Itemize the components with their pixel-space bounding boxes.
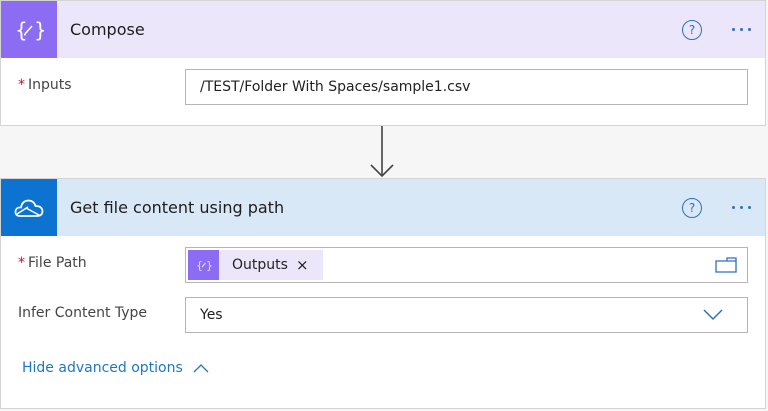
compose-title: Compose (70, 20, 145, 39)
file-path-field[interactable]: { } Outputs × (185, 247, 748, 283)
arrow-down-icon (368, 126, 396, 182)
inputs-field[interactable]: /TEST/Folder With Spaces/sample1.csv (185, 69, 748, 105)
remove-token-icon[interactable]: × (295, 255, 309, 274)
inputs-label: *Inputs (18, 77, 72, 93)
file-path-field-row: *File Path { } Outputs × (1, 247, 765, 283)
required-marker: * (18, 77, 25, 93)
svg-text:{: { (196, 259, 203, 272)
compose-card-header[interactable]: { } Compose ? (1, 1, 765, 58)
get-file-title: Get file content using path (70, 198, 285, 217)
get-file-card-header[interactable]: Get file content using path ? (1, 179, 765, 236)
inputs-value: /TEST/Folder With Spaces/sample1.csv (200, 79, 471, 95)
svg-text:}: } (206, 259, 212, 272)
help-icon[interactable]: ? (682, 19, 702, 40)
infer-content-type-dropdown[interactable]: Yes (185, 297, 748, 333)
chevron-up-icon (193, 364, 209, 373)
inputs-field-row: *Inputs /TEST/Folder With Spaces/sample1… (1, 69, 765, 105)
infer-content-type-label: Infer Content Type (18, 305, 148, 321)
folder-icon[interactable] (715, 257, 737, 277)
help-icon[interactable]: ? (682, 197, 702, 218)
onedrive-cloud-icon (1, 179, 57, 236)
get-file-content-card: Get file content using path ? *File Path… (0, 178, 766, 409)
svg-text:}: } (34, 18, 44, 42)
outputs-token[interactable]: { } Outputs × (188, 250, 323, 280)
compose-token-icon: { } (188, 250, 219, 280)
token-label: Outputs (232, 257, 288, 273)
more-options-icon[interactable] (732, 206, 751, 209)
hide-advanced-options-link[interactable]: Hide advanced options (22, 360, 209, 376)
required-marker: * (18, 255, 25, 271)
compose-action-card: { } Compose ? *Inputs /TEST/Folder With … (0, 0, 766, 126)
infer-content-type-field-row: Infer Content Type Yes (1, 297, 765, 333)
more-options-icon[interactable] (732, 28, 751, 31)
svg-text:{: { (15, 18, 28, 42)
compose-icon: { } (1, 1, 57, 58)
file-path-label: *File Path (18, 255, 87, 271)
chevron-down-icon[interactable] (703, 309, 723, 325)
infer-content-type-value: Yes (200, 307, 223, 323)
